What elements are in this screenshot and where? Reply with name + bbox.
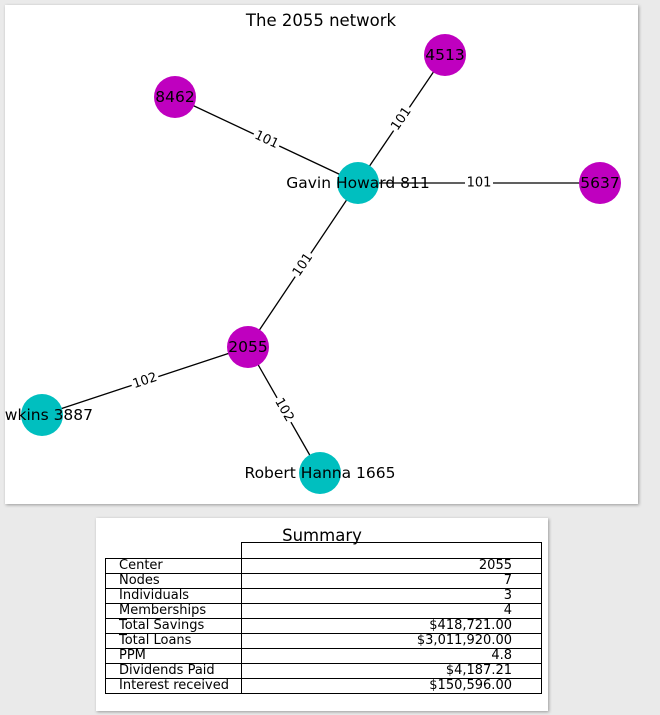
summary-value: $3,011,920.00 <box>241 633 542 649</box>
summary-value: 4 <box>241 603 542 619</box>
summary-key: Total Loans <box>105 633 242 649</box>
summary-key: Individuals <box>105 588 242 604</box>
node-hawkins <box>21 394 63 436</box>
graph-title: The 2055 network <box>245 11 397 30</box>
edge-label-background <box>250 126 283 154</box>
node-label-4513: 4513 <box>425 46 464 64</box>
node-label-hawkins: lawkins 3887 <box>5 406 93 424</box>
node-label-robert: Robert Hanna 1665 <box>245 464 396 482</box>
summary-key: Center <box>105 558 242 574</box>
summary-header-blank <box>106 543 242 559</box>
summary-value: 4.8 <box>241 648 542 664</box>
edge-label-background <box>465 175 493 191</box>
summary-row: Total Savings$418,721.00 <box>105 618 542 634</box>
node-robert <box>299 452 341 494</box>
edge-label: 101 <box>467 176 492 191</box>
summary-header-cell <box>241 542 542 559</box>
node-2055 <box>227 326 269 368</box>
summary-key: Interest received <box>105 678 242 694</box>
summary-value: 7 <box>241 573 542 589</box>
summary-value: $150,596.00 <box>241 678 542 694</box>
summary-key: Nodes <box>105 573 242 589</box>
summary-value: $4,187.21 <box>241 663 542 679</box>
node-8462 <box>154 76 196 118</box>
summary-value: 3 <box>241 588 542 604</box>
edge-label-background <box>387 102 416 136</box>
node-5637 <box>579 162 621 204</box>
summary-key: Dividends Paid <box>105 663 242 679</box>
edge-label-background <box>270 393 298 427</box>
summary-value: $418,721.00 <box>241 618 542 634</box>
node-label-2055: 2055 <box>228 338 267 356</box>
summary-title: Summary <box>282 526 362 545</box>
node-label-5637: 5637 <box>580 174 619 192</box>
summary-key: Memberships <box>105 603 242 619</box>
summary-header-row <box>106 542 542 559</box>
summary-value: 2055 <box>241 558 542 574</box>
summary-row: Interest received$150,596.00 <box>105 678 542 694</box>
edge-label-background <box>288 248 318 282</box>
node-label-8462: 8462 <box>155 88 194 106</box>
edge-label-background <box>129 369 161 393</box>
summary-row: Dividends Paid$4,187.21 <box>105 663 542 679</box>
node-gavin <box>337 162 379 204</box>
summary-key: Total Savings <box>105 618 242 634</box>
summary-row: Total Loans$3,011,920.00 <box>105 633 542 649</box>
node-label-gavin: Gavin Howard 811 <box>286 174 430 192</box>
summary-key: PPM <box>105 648 242 664</box>
node-4513 <box>424 34 466 76</box>
edge-label: 102 <box>131 370 159 392</box>
